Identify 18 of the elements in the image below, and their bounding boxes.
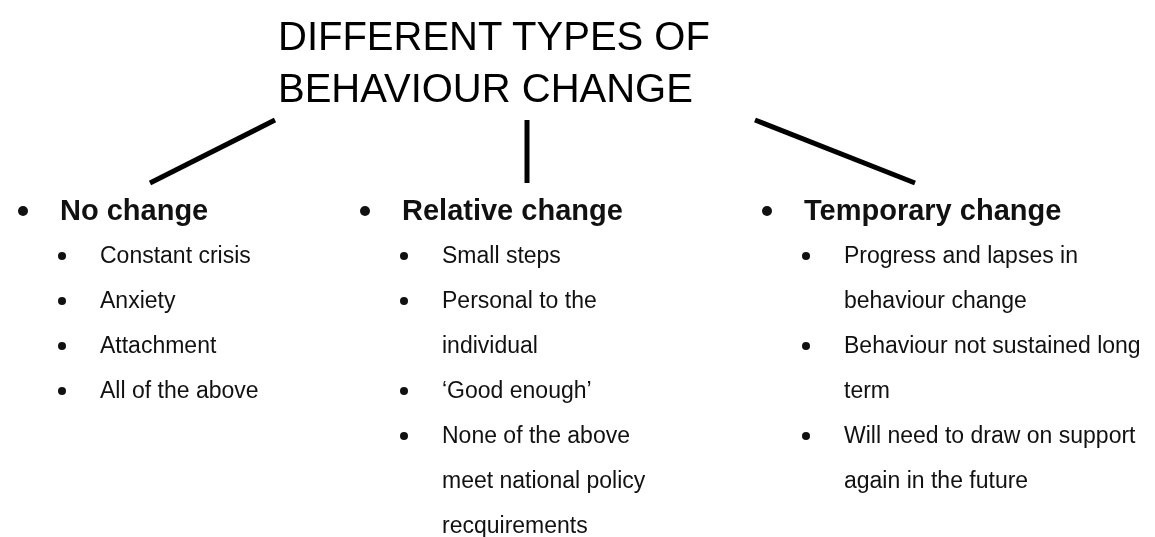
category-heading: Relative change <box>402 193 623 228</box>
connector-line <box>754 117 916 186</box>
bullet-item: Personal to the individual <box>442 286 598 360</box>
heading-label: DIFFERENT TYPES OF BEHAVIOUR CHANGE <box>278 13 711 112</box>
category-heading: Temporary change <box>804 193 1062 228</box>
bullet-item: ‘Good enough’ <box>442 376 593 405</box>
bullet-item: None of the above meet national policy recquirements <box>442 421 647 537</box>
bullet-item: All of the above <box>100 376 260 405</box>
bullet-item: Constant crisis <box>100 241 252 270</box>
bullet-item: Will need to draw on support again in the future <box>844 421 1137 495</box>
connector-line <box>524 120 530 183</box>
bullet-item: Small steps <box>442 241 562 270</box>
bullet-item: Behaviour not sustained long term <box>844 331 1142 405</box>
connector-line <box>148 117 277 186</box>
category-heading: No change <box>60 193 209 228</box>
bullet-item: Progress and lapses in behaviour change <box>844 241 1079 315</box>
bullet-item: Anxiety <box>100 286 177 315</box>
bullet-item: Attachment <box>100 331 218 360</box>
